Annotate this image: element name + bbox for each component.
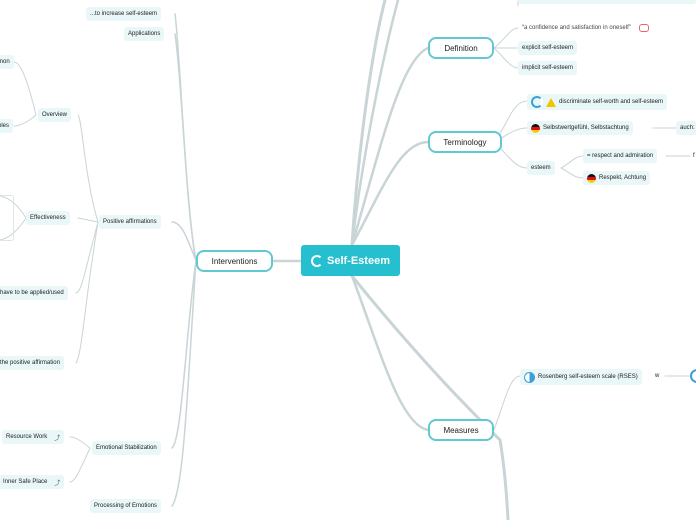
topic-definition[interactable]: Definition (428, 37, 494, 59)
positive-affirmations[interactable]: Positive affirmations (99, 215, 161, 229)
emotional-stabilization[interactable]: Emotional Stabilization (92, 441, 161, 455)
topic-interventions[interactable]: Interventions (196, 250, 273, 272)
discriminate-label: discriminate self-worth and self-esteem (559, 99, 664, 105)
processing-of-emotions-label: Processing of Emotions (94, 503, 158, 509)
rses-suffix-text: w (655, 373, 660, 379)
german-flag-icon (587, 173, 596, 183)
emotional-stabilization-label: Emotional Stabilization (96, 445, 157, 451)
rses-suffix: w (655, 373, 659, 379)
overview[interactable]: Overview (38, 108, 72, 122)
topic-interventions-label: Interventions (211, 256, 258, 266)
central-topic-self-esteem[interactable]: Self-Esteem (301, 245, 400, 276)
effectiveness-label: Effectiveness (30, 215, 66, 221)
offscreen-edge-text: f (693, 153, 695, 159)
discriminate-self-worth[interactable]: discriminate self-worth and self-esteem (527, 94, 668, 110)
esteem-term[interactable]: esteem (527, 161, 555, 175)
auch-note[interactable]: auch: (676, 121, 696, 135)
topic-measures[interactable]: Measures (428, 419, 494, 441)
definition-quote-text: “a confidence and satisfaction in onesel… (522, 25, 631, 31)
explicit-self-esteem-label: explicit self-esteem (522, 45, 574, 51)
offscreen-topic-fragment[interactable] (518, 0, 696, 4)
warning-icon (546, 97, 556, 107)
person-link-icon: ⤴ (54, 480, 61, 487)
topic-measures-label: Measures (443, 425, 479, 435)
definition-quote[interactable]: “a confidence and satisfaction in onesel… (518, 21, 653, 35)
link-icon (638, 24, 649, 32)
topic-terminology-label: Terminology (443, 137, 487, 147)
applied-label: have to be applied/used (0, 290, 64, 296)
topic-terminology[interactable]: Terminology (428, 131, 502, 153)
processing-of-emotions[interactable]: Processing of Emotions (90, 499, 162, 513)
effectiveness[interactable]: Effectiveness (26, 211, 70, 225)
applications-label: Applications (128, 31, 161, 37)
esteem-label: esteem (531, 165, 551, 171)
applications[interactable]: Applications (124, 27, 165, 41)
affirmation-note[interactable]: the positive affirmation (0, 356, 64, 370)
overview-item-1[interactable]: mon (0, 55, 14, 69)
increase-self-esteem[interactable]: ...to increase self-esteem (86, 7, 162, 21)
overview-label: Overview (42, 112, 68, 118)
edge-fragment-text: f (693, 153, 695, 159)
overview-item-1-label: mon (0, 59, 10, 65)
resource-work[interactable]: Resource Work ⤴ (2, 430, 65, 444)
respect-label: = respect and admiration (587, 153, 654, 159)
overview-item-2[interactable]: ples (0, 119, 14, 133)
central-topic-label: Self-Esteem (327, 254, 390, 267)
inner-safe-place-label: Inner Safe Place (3, 479, 48, 485)
rses-scale[interactable]: Rosenberg self-esteem scale (RSES) (520, 369, 642, 385)
implicit-self-esteem[interactable]: implicit self-esteem (518, 61, 578, 75)
increase-self-esteem-label: ...to increase self-esteem (90, 11, 158, 17)
respect-admiration[interactable]: = respect and admiration (583, 149, 658, 163)
implicit-self-esteem-label: implicit self-esteem (522, 65, 574, 71)
rses-label: Rosenberg self-esteem scale (RSES) (538, 374, 638, 380)
selbstwertgefuehl[interactable]: Selbstwertgefühl, Selbstachtung (527, 121, 633, 135)
pie-progress-icon (311, 254, 323, 267)
respekt-label: Respekt, Achtung (599, 175, 647, 181)
applied-note[interactable]: have to be applied/used (0, 286, 68, 300)
selbstwert-label: Selbstwertgefühl, Selbstachtung (543, 125, 629, 131)
respekt-achtung[interactable]: Respekt, Achtung (583, 171, 651, 185)
positive-affirmations-label: Positive affirmations (103, 219, 157, 225)
person-link-icon: ⤴ (54, 435, 61, 442)
affirmation-label: the positive affirmation (0, 360, 60, 366)
half-circle-icon (524, 371, 535, 383)
inner-safe-place[interactable]: Inner Safe Place ⤴ (0, 475, 65, 489)
explicit-self-esteem[interactable]: explicit self-esteem (518, 41, 578, 55)
overview-item-2-label: ples (0, 123, 10, 129)
progress-circle-icon (690, 369, 696, 383)
progress-ring-icon (531, 96, 543, 108)
german-flag-icon (531, 123, 540, 133)
auch-label: auch: (680, 125, 695, 131)
topic-definition-label: Definition (444, 43, 478, 53)
resource-work-label: Resource Work (6, 434, 48, 440)
offscreen-effectiveness-detail[interactable] (0, 195, 14, 241)
